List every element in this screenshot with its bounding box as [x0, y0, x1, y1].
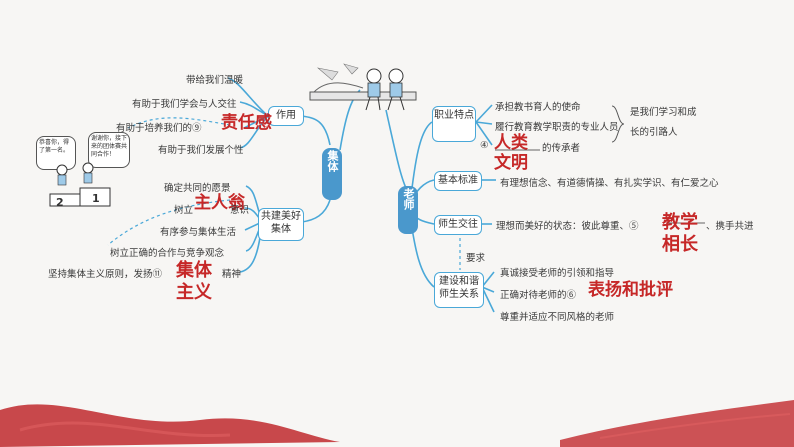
build-node: 共建美好集体: [258, 208, 304, 241]
students-illustration: [309, 63, 417, 111]
build-item-2-prefix: 树立: [174, 205, 194, 216]
podium-second-label: 2: [56, 196, 64, 209]
speech-bubble-right: 谢谢你，接下来的团体赛共同合作！: [88, 132, 130, 168]
career-bracket-text: 是我们学习和成长的引路人: [630, 107, 697, 138]
build-item-1: 确定共同的愿景: [164, 183, 231, 194]
require-label: 要求: [466, 253, 486, 264]
harmony-node: 建设和谐师生关系: [434, 272, 484, 308]
answer-6: 表扬和批评: [588, 280, 673, 300]
answer-11: 集体主义: [176, 260, 212, 303]
collective-center-label: 集体: [326, 150, 339, 172]
harmony-label: 建设和谐师生关系: [439, 276, 479, 300]
harmony-item-2: 正确对待老师的⑥: [500, 290, 577, 301]
function-item-1: 带给我们温暖: [186, 75, 244, 86]
relation-node: 师生交往: [434, 215, 482, 235]
career-item-3-prefix: ④: [480, 140, 489, 151]
build-item-5-prefix: 坚持集体主义原则，发扬⑪: [48, 269, 163, 280]
function-item-2: 有助于我们学会与人交往: [132, 99, 237, 110]
teacher-center-label: 老师: [402, 188, 415, 210]
career-item-2: 履行教育教学职责的专业人员: [495, 122, 619, 133]
standard-node: 基本标准: [434, 171, 482, 191]
career-label: 职业特点: [434, 110, 474, 121]
red-brush-decoration: [0, 400, 794, 447]
relation-text-a: 理想而美好的状态：彼此尊重、⑤: [496, 221, 639, 232]
standard-text: 有理想信念、有道德情操、有扎实学识、有仁爱之心: [500, 178, 719, 189]
answer-4: 人类文明: [494, 133, 528, 173]
build-item-2-suffix: 意识: [230, 205, 250, 216]
answer-10: 主人翁: [194, 193, 245, 213]
career-item-1: 承担教书育人的使命: [495, 102, 581, 113]
function-item-4: 有助于我们发展个性: [158, 145, 244, 156]
relation-label: 师生交往: [438, 219, 478, 230]
function-node: 作用: [268, 106, 304, 126]
build-label: 共建美好集体: [261, 211, 301, 235]
career-item-3-suffix: 的传承者: [542, 143, 581, 154]
harmony-item-3: 尊重并适应不同风格的老师: [500, 312, 615, 323]
answer-9: 责任感: [221, 113, 272, 133]
collective-center-node: 集体: [322, 148, 342, 200]
speech-bubble-left: 恭喜你，得了第一名。: [36, 136, 76, 170]
standard-label: 基本标准: [438, 175, 478, 186]
podium-first-label: 1: [92, 192, 100, 205]
relation-text-b: 、携手共进: [706, 221, 754, 232]
answer-5: 教学相长: [662, 212, 698, 255]
career-node: 职业特点: [432, 106, 476, 142]
build-item-3: 有序参与集体生活: [160, 227, 237, 238]
build-item-4: 树立正确的合作与竞争观念: [110, 248, 225, 259]
podium-cartoon: 恭喜你，得了第一名。 谢谢你，接下来的团体赛共同合作！ 2 1: [10, 130, 130, 210]
teacher-center-node: 老师: [398, 186, 418, 234]
function-label: 作用: [276, 110, 296, 121]
build-item-5-suffix: 精神: [222, 269, 242, 280]
function-item-3: 有助于培养我们的⑨: [116, 123, 202, 134]
harmony-item-1: 真诚接受老师的引领和指导: [500, 268, 615, 279]
